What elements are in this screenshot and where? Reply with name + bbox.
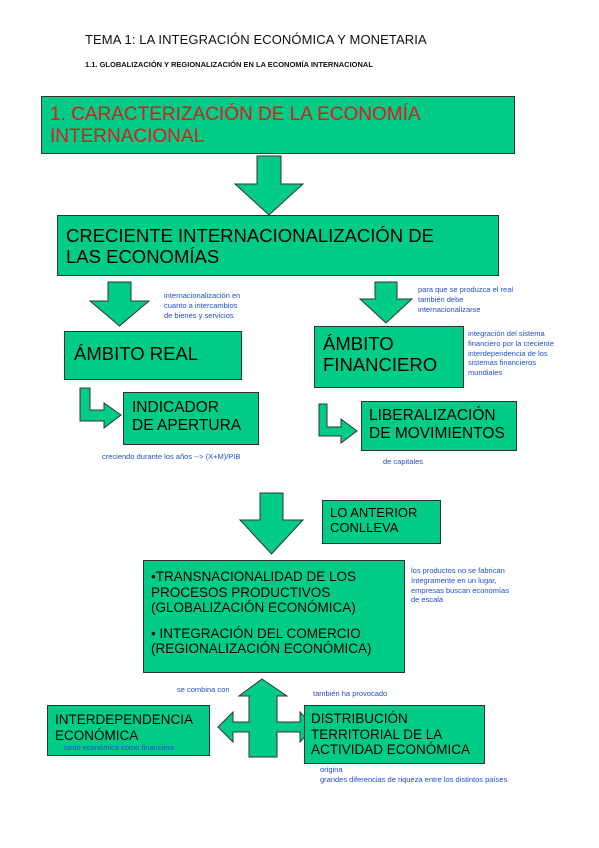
interdependencia-line2: ECONÓMICA <box>55 727 139 743</box>
note-integracion-line4: sistemas financieros <box>468 358 536 368</box>
note-productos-line1: los productos no se fabrican <box>411 566 505 575</box>
distribucion-box: DISTRIBUCIÓN TERRITORIAL DE LA ACTIVIDAD… <box>304 705 485 764</box>
bent-arrow-indicador <box>79 387 122 430</box>
note-productos: los productos no se fabrican íntegrament… <box>411 566 509 605</box>
note-de-capitales: de capitales <box>383 457 424 466</box>
down-arrow-real <box>88 281 151 327</box>
note-se-combina: se combina con <box>177 685 230 694</box>
note-integracion-line1: integración del sistema <box>468 329 545 338</box>
distribucion-line3: ACTIVIDAD ECONÓMICA <box>311 742 471 758</box>
note-integracion-line5: mundiales <box>468 368 503 377</box>
ambito-real-label: ÁMBITO REAL <box>74 343 199 364</box>
transnacionalidad-line2: PROCESOS PRODUCTIVOS <box>151 584 331 600</box>
note-real-line1: internacionalización en <box>164 291 241 300</box>
note-real: internacionalización en cuanto a interca… <box>164 291 240 320</box>
note-real-line2: cuanto a intercambios <box>164 300 238 310</box>
page-title: TEMA 1: LA INTEGRACIÓN ECONÓMICA Y MONET… <box>85 32 427 47</box>
indicador-line2: DE APERTURA <box>132 416 242 434</box>
distribucion-line1: DISTRIBUCIÓN <box>311 711 408 726</box>
note-real-line3: de bienes y servicios <box>164 310 234 320</box>
down-arrow-financiero <box>358 281 414 324</box>
liberalizacion-line2: DE MOVIMIENTOS <box>369 424 505 442</box>
down-arrow-1 <box>233 155 305 216</box>
note-integracion-line2: financiero por la creciente <box>468 338 554 348</box>
note-origina-line2: grandes diferencias de riqueza entre los… <box>320 774 508 784</box>
creciente-line2: LAS ECONOMÍAS <box>66 246 220 268</box>
caracterizacion-line1: 1. CARACTERIZACIÓN DE LA ECONOMÍA <box>50 104 421 125</box>
transnacionalidad-box: •TRANSNACIONALIDAD DE LOS PROCESOS PRODU… <box>143 560 405 673</box>
creciente-line1: CRECIENTE INTERNACIONALIZACIÓN DE <box>66 225 434 246</box>
ambito-real-box: ÁMBITO REAL <box>64 331 242 380</box>
double-arrow-cross <box>217 678 315 758</box>
ambito-financiero-line1: ÁMBITO <box>323 333 394 354</box>
down-arrow-2 <box>238 492 305 555</box>
note-tambien-provocado: también ha provocado <box>313 689 388 698</box>
note-para-que-line3: internacionalizarse <box>418 304 481 314</box>
note-para-que-line2: también debe <box>418 294 464 304</box>
lo-anterior-box: LO ANTERIOR CONLLEVA <box>322 500 441 544</box>
interdependencia-line1: INTERDEPENDENCIA <box>55 712 194 727</box>
note-para-que: para que se produzca el real también deb… <box>418 285 513 314</box>
note-integracion-sistema: integración del sistema financiero por l… <box>468 329 554 378</box>
note-origina: origina grandes diferencias de riqueza e… <box>320 765 507 785</box>
note-productos-line4: de escala <box>411 595 444 605</box>
indicador-apertura-box: INDICADOR DE APERTURA <box>123 392 259 445</box>
caracterizacion-line2: INTERNACIONAL <box>50 125 205 147</box>
note-tanto: tanto económica como financiera <box>64 743 175 752</box>
note-para-que-line1: para que se produzca el real <box>418 285 514 294</box>
note-productos-line2: íntegramente en un lugar, <box>411 575 497 585</box>
integracion-comercio-line1: • INTEGRACIÓN DEL COMERCIO <box>151 625 361 641</box>
ambito-financiero-line2: FINANCIERO <box>323 354 438 376</box>
section-subtitle: 1.1. GLOBALIZACIÓN Y REGIONALIZACIÓN EN … <box>85 60 373 69</box>
note-creciendo: creciendo durante los años --> (X+M)/PIB <box>102 452 241 461</box>
liberalizacion-line1: LIBERALIZACIÓN <box>369 407 496 424</box>
integracion-comercio-line2: (REGIONALIZACIÓN ECONÓMICA) <box>151 641 372 657</box>
liberalizacion-box: LIBERALIZACIÓN DE MOVIMIENTOS <box>361 401 517 451</box>
bent-arrow-liberalizacion <box>318 403 358 444</box>
lo-anterior-line1: LO ANTERIOR <box>330 505 418 520</box>
lo-anterior-line2: CONLLEVA <box>330 519 399 535</box>
distribucion-line2: TERRITORIAL DE LA <box>311 726 443 742</box>
interdependencia-box: INTERDEPENDENCIA ECONÓMICA <box>47 705 210 756</box>
note-origina-line1: origina <box>320 765 343 774</box>
indicador-line1: INDICADOR <box>132 399 219 416</box>
creciente-box: CRECIENTE INTERNACIONALIZACIÓN DE LAS EC… <box>57 215 499 276</box>
transnacionalidad-line3: (GLOBALIZACIÓN ECONÓMICA) <box>151 600 356 616</box>
caracterizacion-box: 1. CARACTERIZACIÓN DE LA ECONOMÍA INTERN… <box>41 96 515 154</box>
note-productos-line3: empresas buscan economías <box>411 585 509 595</box>
ambito-financiero-box: ÁMBITO FINANCIERO <box>314 326 464 388</box>
transnacionalidad-line1: •TRANSNACIONALIDAD DE LOS <box>151 569 357 584</box>
note-integracion-line3: interdependencia de los <box>468 348 548 358</box>
